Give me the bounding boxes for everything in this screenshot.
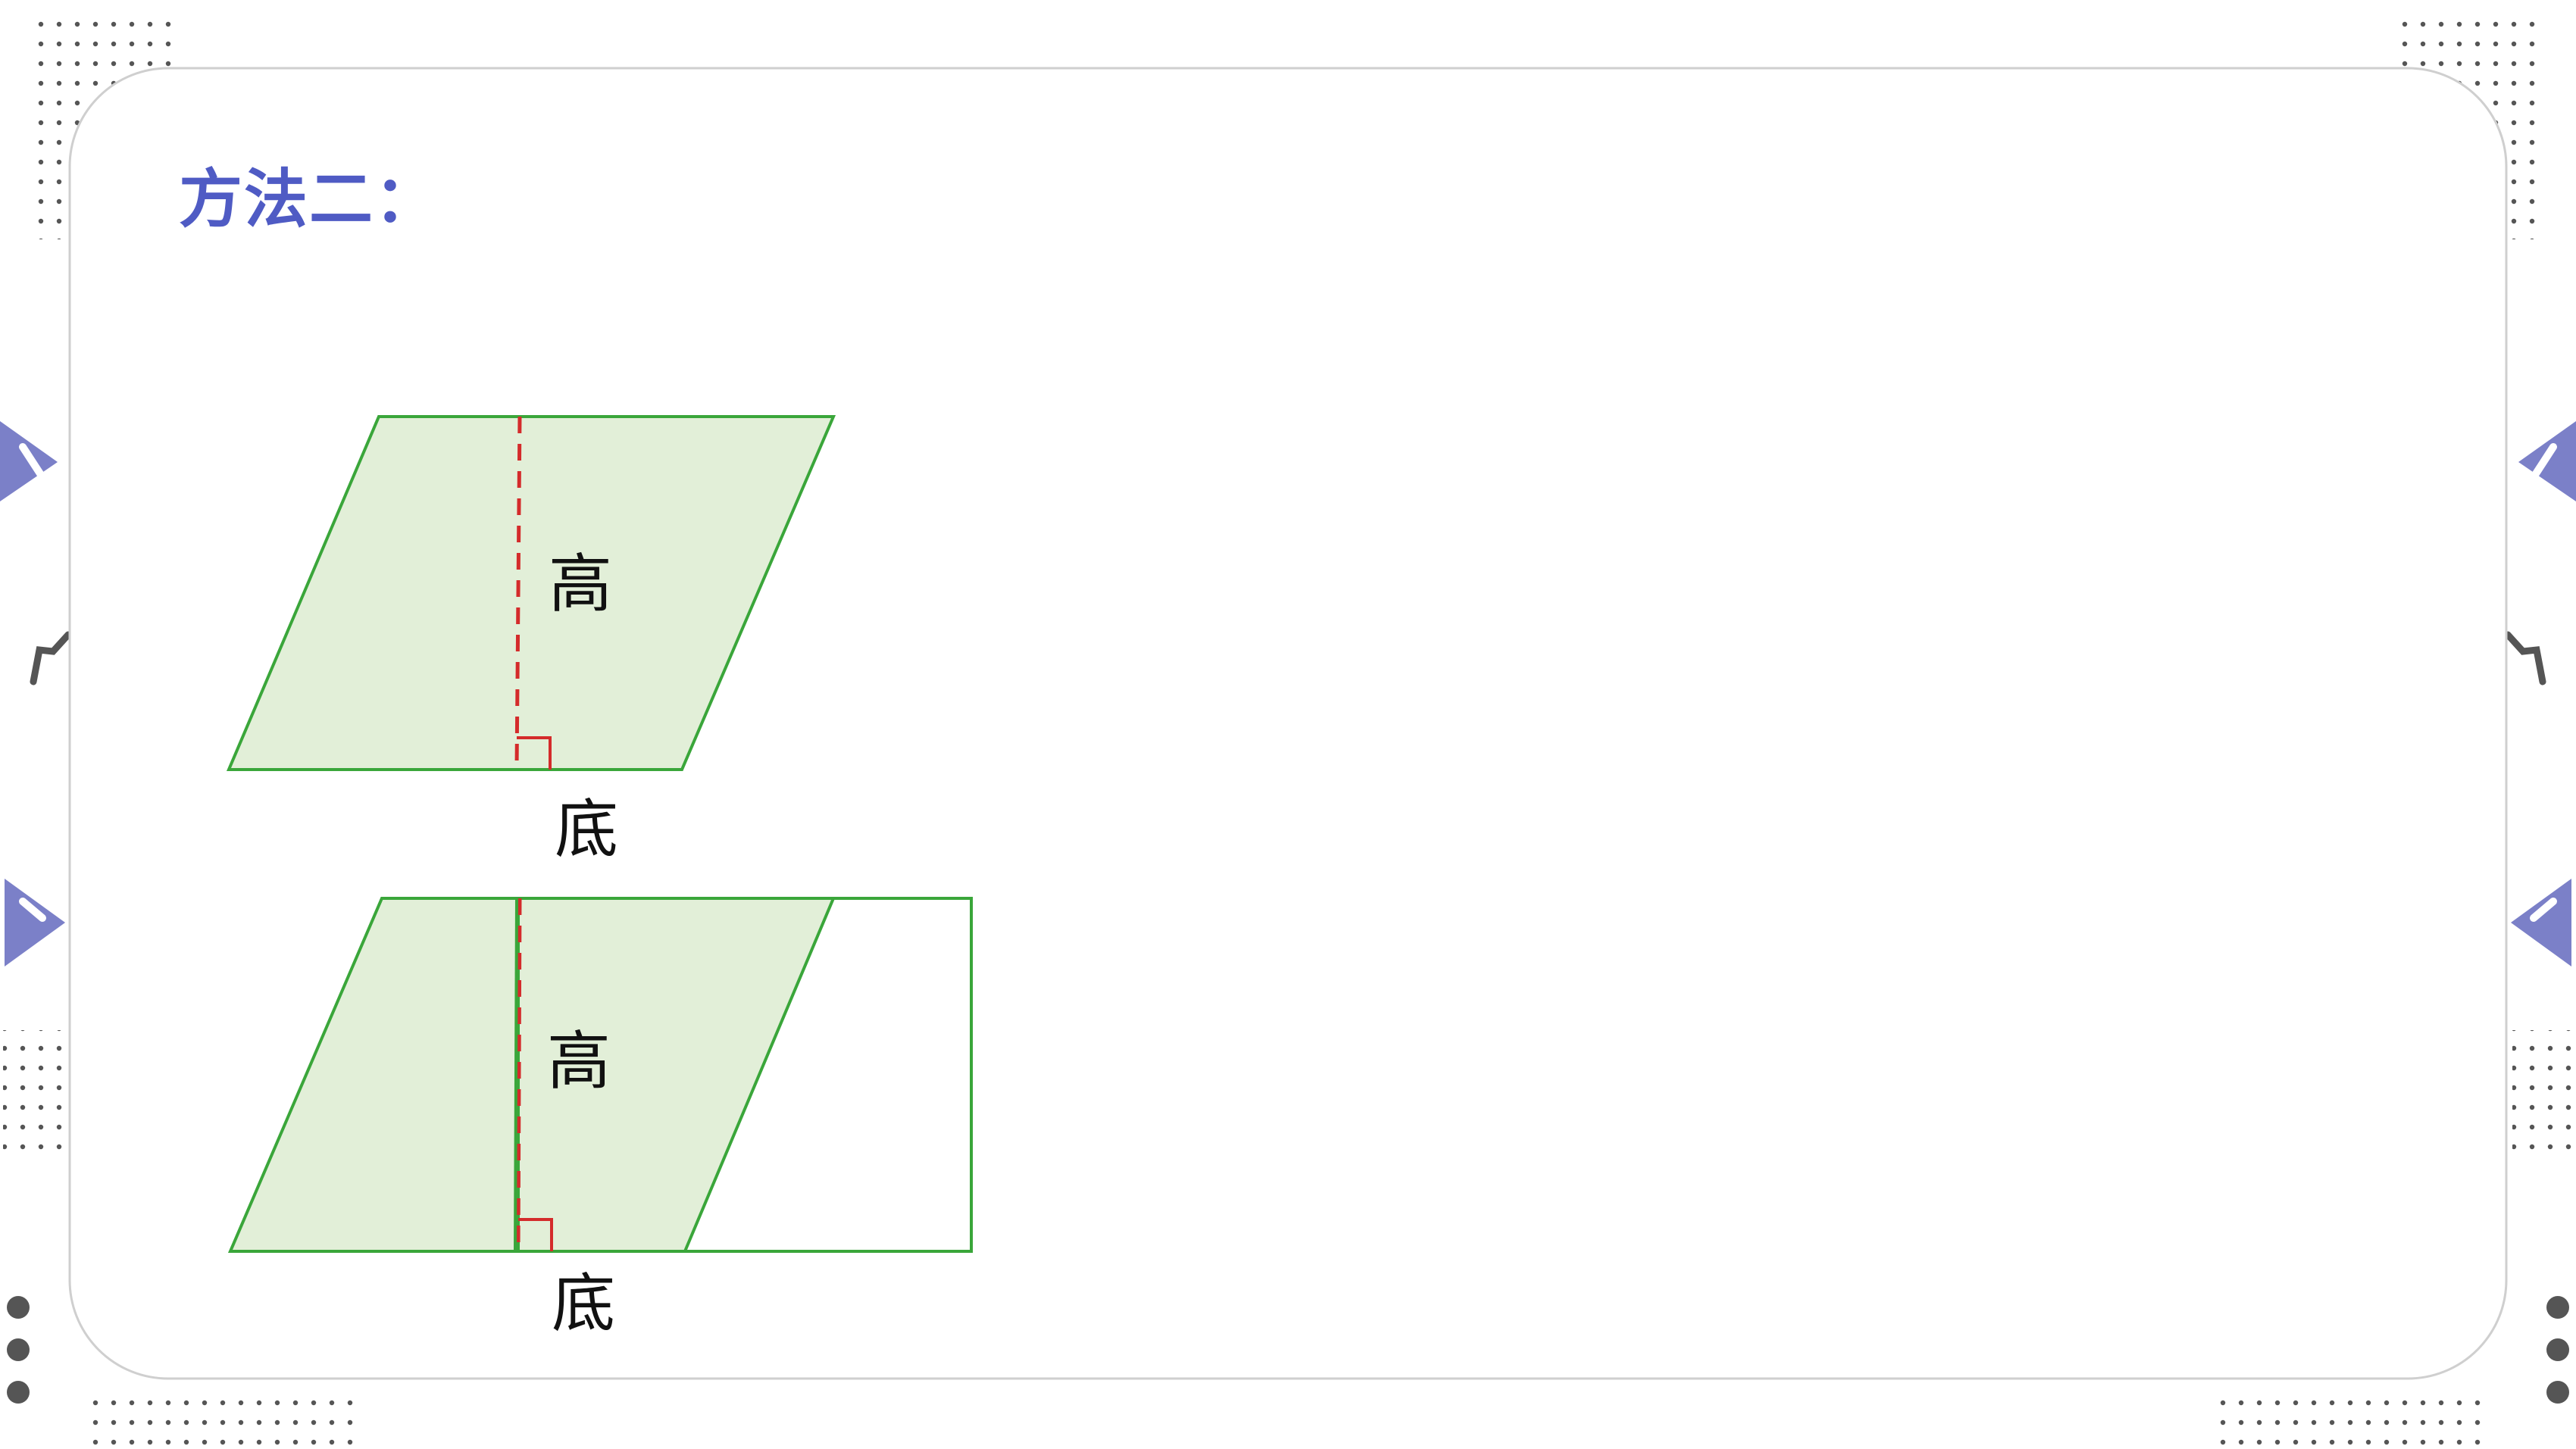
decorative-triangles	[0, 421, 2576, 967]
bottom-right-angle-mark	[518, 1218, 553, 1251]
top-height-line	[514, 416, 522, 770]
top-parallelogram	[226, 415, 836, 771]
top-parallelogram-figure: 高 底	[226, 415, 836, 867]
decorative-squiggles	[30, 631, 2546, 685]
bottom-height-label: 高	[547, 1024, 611, 1098]
bottom-height-line	[516, 898, 522, 1252]
bottom-cut-line	[514, 898, 518, 1252]
top-right-angle-mark	[517, 736, 552, 770]
top-height-label: 高	[549, 547, 612, 621]
bottom-base-label: 底	[552, 1266, 615, 1341]
bottom-transform-figure: 高 底	[227, 897, 973, 1341]
slide-title: 方法二：	[179, 162, 440, 236]
decorative-big-dots	[7, 1296, 2569, 1404]
top-base-label: 底	[555, 792, 618, 867]
